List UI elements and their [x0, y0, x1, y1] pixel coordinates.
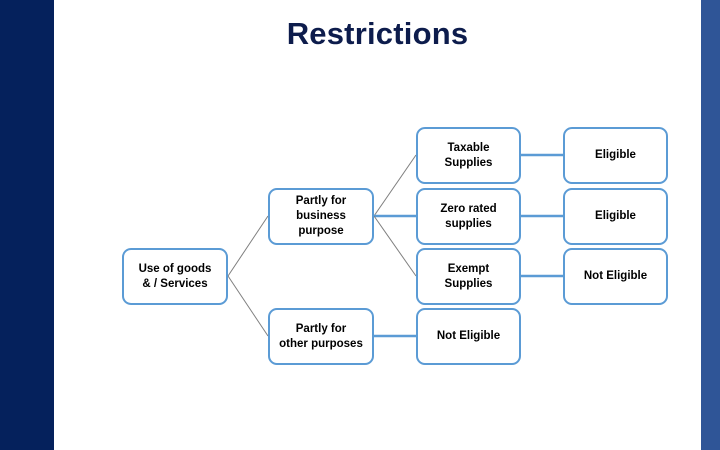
node-zero-rated-supplies[interactable]: Zero rated supplies	[416, 188, 521, 245]
node-partly-for-business-purpose[interactable]: Partly for business purpose	[268, 188, 374, 245]
node-exempt-supplies[interactable]: Exempt Supplies	[416, 248, 521, 305]
node-eligible-zero-rated[interactable]: Eligible	[563, 188, 668, 245]
page-title: Restrictions	[286, 16, 469, 51]
connector-source-to-other	[227, 275, 269, 337]
node-use-of-goods-services[interactable]: Use of goods & / Services	[122, 248, 228, 305]
node-not-eligible-exempt[interactable]: Not Eligible	[563, 248, 668, 305]
node-partly-for-other-purposes[interactable]: Partly for other purposes	[268, 308, 374, 365]
connector-business-to-exempt	[373, 215, 417, 277]
connector-business-to-taxable	[373, 154, 417, 217]
connector-source-to-business	[227, 215, 269, 277]
right-accent-bar	[701, 0, 720, 450]
left-accent-bar	[0, 0, 54, 450]
node-not-eligible-col3[interactable]: Not Eligible	[416, 308, 521, 365]
node-eligible-taxable[interactable]: Eligible	[563, 127, 668, 184]
node-taxable-supplies[interactable]: Taxable Supplies	[416, 127, 521, 184]
